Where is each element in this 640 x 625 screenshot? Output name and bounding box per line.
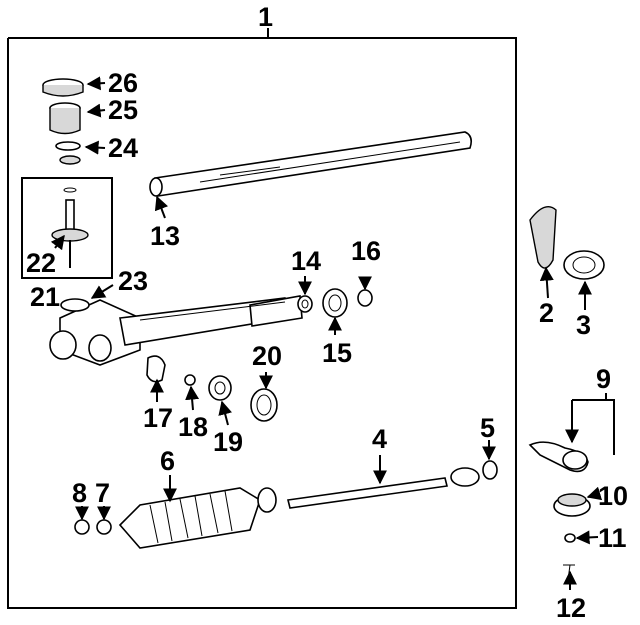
tie-rod-end-part xyxy=(528,441,589,473)
gear-housing-part xyxy=(49,295,303,366)
callout-25: 25 xyxy=(108,95,138,125)
castle-nut-part xyxy=(564,533,576,543)
callout-11: 11 xyxy=(598,523,627,553)
callout-14: 14 xyxy=(291,246,321,276)
callout-9: 9 xyxy=(596,364,611,394)
callout-10: 10 xyxy=(598,481,628,511)
callout-labels: 1 2 3 4 5 6 7 8 9 10 11 12 13 14 15 16 1… xyxy=(26,2,628,623)
callout-8: 8 xyxy=(72,478,87,508)
callout-1: 1 xyxy=(258,2,273,32)
mount-bushing-part xyxy=(49,102,81,135)
callout-15: 15 xyxy=(322,338,352,368)
callout-20: 20 xyxy=(252,341,282,371)
jam-nut-part xyxy=(482,460,498,480)
callout-3: 3 xyxy=(576,310,591,340)
leader-lines xyxy=(50,76,615,590)
part-20 xyxy=(250,388,278,422)
part-18 xyxy=(184,374,196,386)
callout-24: 24 xyxy=(108,133,138,163)
part-19 xyxy=(208,375,232,401)
rack-tube-part xyxy=(149,131,472,197)
callout-2: 2 xyxy=(539,298,554,328)
pinion-bolt-part xyxy=(51,187,89,268)
ring-14-part xyxy=(297,295,313,313)
bracket-part xyxy=(529,206,557,269)
callout-26: 26 xyxy=(108,68,138,98)
seal-15-part xyxy=(322,288,348,318)
dust-boot-part xyxy=(553,493,591,517)
callout-21: 21 xyxy=(30,282,60,312)
callout-6: 6 xyxy=(160,446,175,476)
washer-part xyxy=(55,141,81,165)
callout-13: 13 xyxy=(150,221,180,251)
part-17 xyxy=(146,355,166,383)
callout-7: 7 xyxy=(95,478,110,508)
callout-18: 18 xyxy=(178,412,208,442)
callout-17: 17 xyxy=(143,403,173,433)
callout-22: 22 xyxy=(26,248,56,278)
callout-23: 23 xyxy=(118,266,148,296)
clamp-bushing-part xyxy=(563,250,605,280)
callout-4: 4 xyxy=(372,424,387,454)
assembly-frame xyxy=(7,28,517,609)
callout-5: 5 xyxy=(480,413,495,443)
mount-cap-part xyxy=(42,78,84,97)
callout-12: 12 xyxy=(556,593,586,623)
clamp-8-part xyxy=(74,519,90,535)
boot-part xyxy=(118,487,277,549)
callout-16: 16 xyxy=(351,236,381,266)
clip-16-part xyxy=(357,289,373,307)
clamp-7-part xyxy=(96,519,112,535)
callout-19: 19 xyxy=(213,427,243,457)
sub-assembly-frame xyxy=(21,177,113,279)
inner-tie-rod-part xyxy=(287,467,480,509)
